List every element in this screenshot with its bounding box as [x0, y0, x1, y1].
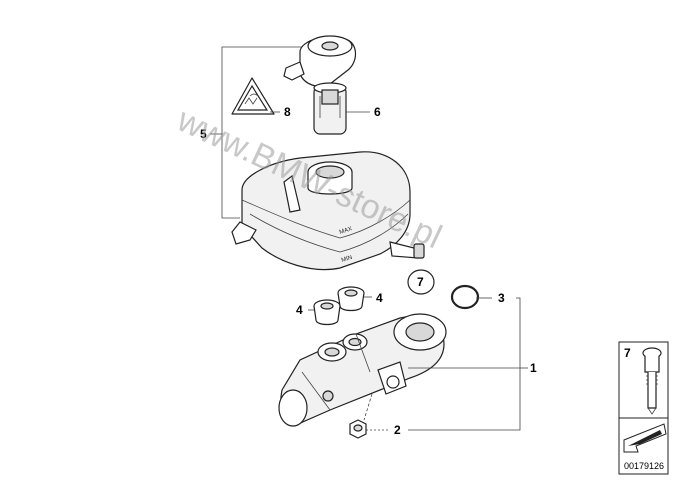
brake-fluid-reservoir: MAX MIN [231, 151, 425, 271]
reservoir-max-mark: MAX [339, 226, 353, 236]
group-1-bracket [408, 297, 521, 431]
group-5-bracket [210, 46, 302, 219]
callout-2: 2 [394, 423, 401, 437]
callout-3: 3 [498, 291, 505, 305]
callout-7: 7 [417, 275, 424, 289]
nut-axis [363, 393, 373, 421]
callout-1: 1 [530, 361, 537, 375]
callout-4-left: 4 [296, 303, 303, 317]
plug-7 [407, 269, 435, 295]
hex-nut [349, 419, 367, 439]
reservoir-min-mark: MIN [341, 255, 353, 264]
callout-6: 6 [374, 105, 381, 119]
grommet-lower [313, 299, 341, 326]
grommet-upper [337, 286, 365, 312]
warning-label [231, 77, 275, 115]
callout-8: 8 [284, 105, 291, 119]
o-ring [450, 284, 480, 310]
document-number: 00179126 [624, 461, 664, 471]
arrow-icon [623, 423, 667, 453]
inset-callout-7: 7 [624, 346, 631, 360]
callout-4-right: 4 [376, 291, 383, 305]
inset-panel: 7 00179126 [618, 341, 669, 475]
reservoir-cap [283, 35, 357, 135]
brake-master-cylinder [278, 313, 447, 427]
callout-5: 5 [200, 127, 207, 141]
